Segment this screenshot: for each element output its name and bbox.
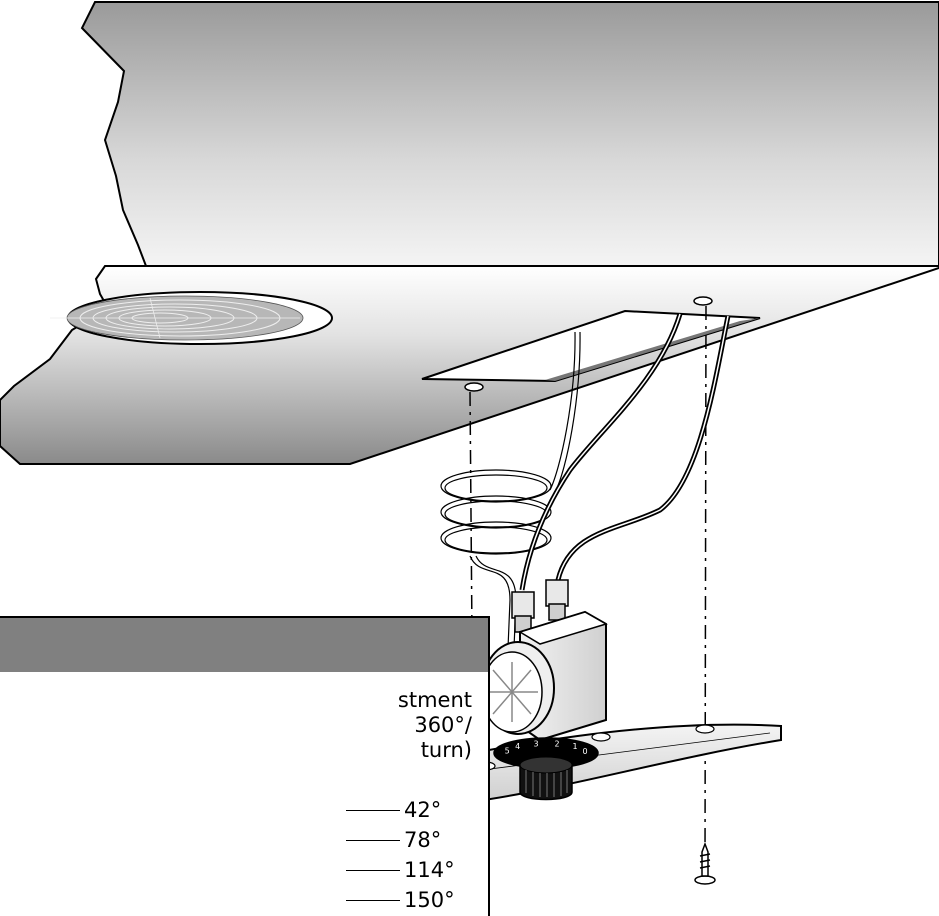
wire-right-inner xyxy=(557,315,729,581)
table-header xyxy=(0,616,490,674)
dial-number: 1 xyxy=(573,742,578,751)
mounting-screw-right xyxy=(694,841,716,885)
adjustment-table: stment 360°/ turn) 42° 78° 114° 150° xyxy=(0,616,490,916)
table-body: stment 360°/ turn) 42° 78° 114° 150° xyxy=(0,672,490,916)
degree-value: 150° xyxy=(404,888,455,912)
degree-value: 78° xyxy=(404,828,442,852)
terminal-connectors xyxy=(511,579,569,633)
dial-number: 4 xyxy=(515,742,520,751)
screw-hole-right xyxy=(693,296,713,306)
evaporator-grille xyxy=(50,291,333,345)
degree-value: 42° xyxy=(404,798,442,822)
screw-hole-left xyxy=(464,382,484,392)
adjustment-heading-line-1: stment xyxy=(397,688,472,712)
adjustment-heading-line-3: turn) xyxy=(420,738,472,762)
degree-row: 114° xyxy=(346,857,466,883)
leader-line xyxy=(346,870,400,871)
leader-line xyxy=(346,810,400,811)
degree-row: 78° xyxy=(346,827,466,853)
slot-shadow xyxy=(545,318,760,381)
degree-row: 42° xyxy=(346,797,466,823)
control-knob[interactable] xyxy=(519,756,573,801)
thermostat-body-top xyxy=(518,611,608,645)
alignment-line-right xyxy=(704,305,707,863)
cabinet-front-face xyxy=(80,1,939,267)
wire-left-inner xyxy=(521,313,681,591)
adjustment-heading-line-2: 360°/ xyxy=(414,713,472,737)
bellows-disc xyxy=(481,641,555,735)
dial-number: 2 xyxy=(555,739,560,748)
degree-row: 150° xyxy=(346,887,466,913)
leader-line xyxy=(346,840,400,841)
leader-line xyxy=(346,900,400,901)
degree-value: 114° xyxy=(404,858,455,882)
dial-number: 3 xyxy=(533,739,538,748)
dial-number: 0 xyxy=(582,747,587,756)
dial-number: 5 xyxy=(505,747,510,756)
